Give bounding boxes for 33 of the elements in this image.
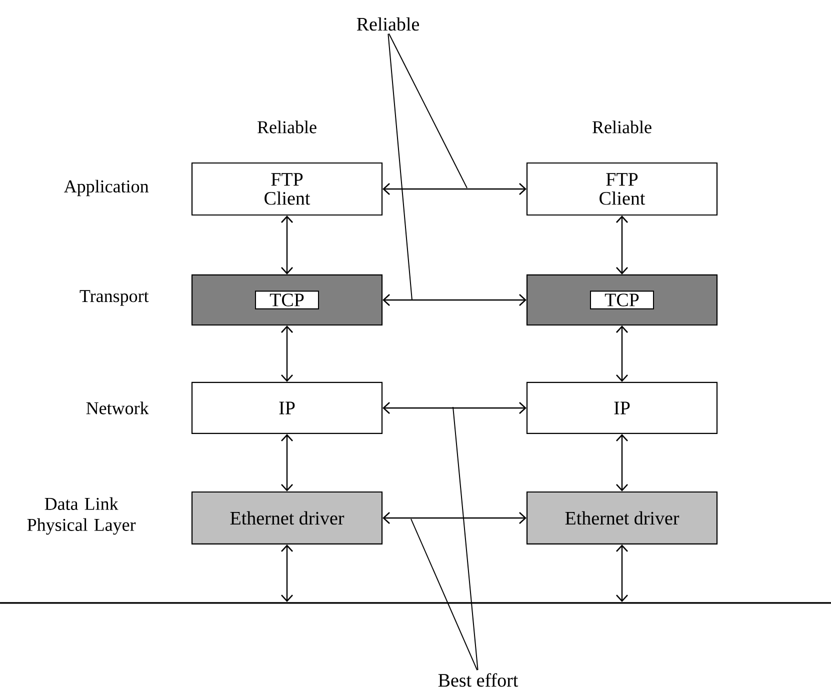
leader-line (410, 518, 478, 671)
layer-box: IP (526, 382, 718, 434)
annotation-text: Reliable (356, 17, 420, 31)
shaded-layer-box: Ethernet driver (526, 491, 718, 545)
heading-label: Reliable (258, 120, 316, 134)
arrow (281, 326, 293, 382)
layer-box: FTP Client (526, 162, 718, 216)
arrow (382, 402, 526, 414)
arrow (382, 512, 526, 524)
arrow (616, 326, 628, 382)
arrow (382, 294, 526, 306)
layer-box: FTP Client (191, 162, 383, 216)
arrow (281, 216, 293, 274)
layer-label: Application (64, 180, 149, 196)
arrow (382, 183, 526, 195)
hatched-layer-box: TCP (526, 274, 718, 326)
arrow (616, 544, 628, 602)
layer-label: Transport (80, 290, 149, 306)
arrow (281, 434, 293, 492)
arrow (616, 216, 628, 274)
arrow (616, 434, 628, 492)
medium-line (0, 602, 831, 604)
arrow (281, 544, 293, 602)
shaded-layer-box: Ethernet driver (191, 491, 383, 545)
layer-label: Network (86, 402, 149, 414)
leader-line (452, 406, 478, 670)
hatched-layer-box: TCP (191, 274, 383, 326)
layer-box: IP (191, 382, 383, 434)
leader-line (388, 33, 468, 188)
annotation-text: Best effort (438, 673, 518, 687)
heading-label: Reliable (592, 120, 652, 134)
layer-label: Data Link Physical Layer (27, 497, 136, 535)
leader-line (388, 33, 412, 300)
